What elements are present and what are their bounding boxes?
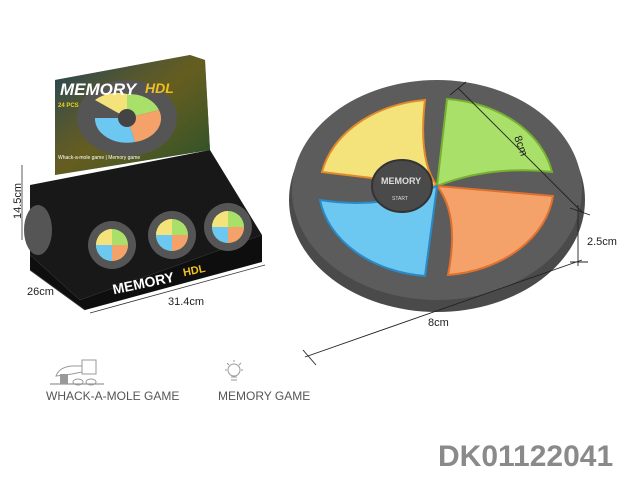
product-disc: [289, 80, 585, 312]
box-main-disc: [77, 80, 177, 156]
feature-memory: MEMORY GAME: [218, 389, 311, 403]
box-height-label: 14.5cm: [12, 182, 25, 220]
box-count-badge: 24 PCS: [58, 103, 79, 109]
feature-whack-a-mole: WHACK-A-MOLE GAME: [46, 389, 180, 403]
start-label: START: [392, 196, 408, 202]
center-button-label: MEMORY: [381, 176, 422, 186]
box-brand: MEMORY: [60, 80, 137, 99]
display-box: [21, 55, 266, 314]
lightbulb-icon: [222, 358, 246, 386]
width-dim-label: 8cm: [428, 317, 449, 329]
dimension-lines: [302, 81, 591, 366]
box-depth-label: 26cm: [27, 286, 54, 298]
box-width-label: 31.4cm: [168, 296, 205, 308]
height-dim-label: 2.5cm: [587, 236, 617, 248]
box-subtitle: Whack-a-mole game | Memory game: [58, 155, 141, 161]
hand-hammer-icon: [46, 358, 106, 386]
model-code: DK01122041: [438, 440, 614, 473]
box-brand-suffix: HDL: [145, 80, 174, 96]
